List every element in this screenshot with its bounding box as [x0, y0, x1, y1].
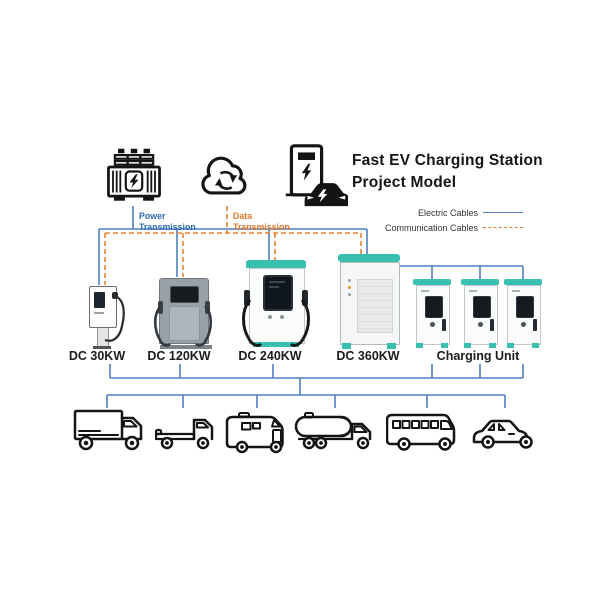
- charger-top-cap: [246, 260, 306, 268]
- charging-unit-dispenser-1: [412, 279, 452, 349]
- dispenser-brand-mark: [469, 290, 477, 292]
- label-dc-30kw: DC 30KW: [68, 349, 126, 363]
- charger-dc-240kw: [242, 260, 310, 352]
- transformer-icon: [103, 146, 165, 208]
- legend-electric-line-swatch: [483, 212, 523, 213]
- cabinet-vent-panel: [357, 279, 393, 333]
- dispenser-brand-mark: [512, 290, 520, 292]
- charger-base: [253, 342, 299, 347]
- dispenser-button: [521, 322, 526, 327]
- legend-communication-cables-label: Communication Cables: [384, 223, 478, 233]
- charging-cables: [153, 305, 213, 347]
- cabinet-led: [348, 293, 351, 296]
- flatbed-truck-icon: [155, 413, 221, 454]
- dispenser-top-cap: [461, 279, 499, 285]
- label-dc-120kw: DC 120KW: [147, 349, 211, 363]
- label-dc-360kw: DC 360KW: [336, 349, 400, 363]
- gun-holster-left: [244, 290, 250, 306]
- charging-cables: [242, 298, 310, 347]
- dispenser-screen: [473, 296, 491, 318]
- dispenser-foot: [441, 343, 448, 348]
- charger-screen: [263, 275, 293, 311]
- label-charging-unit: Charging Unit: [436, 349, 520, 363]
- car-icon: [470, 413, 546, 452]
- dispenser-foot: [464, 343, 471, 348]
- title-line-1: Fast EV Charging Station: [352, 152, 543, 169]
- legend-communication-line-swatch: [483, 227, 523, 228]
- power-cabinet-dc-360kw: [337, 254, 401, 350]
- dispenser-foot: [532, 343, 539, 348]
- charger-dc-30kw: [84, 284, 128, 350]
- charging-unit-dispenser-3: [503, 279, 543, 349]
- charging-cable: [104, 292, 125, 342]
- power-transmission-label: Power Transmission: [139, 211, 196, 233]
- title-line-2: Project Model: [352, 174, 457, 192]
- dispenser-body: [464, 285, 498, 345]
- charger-base: [160, 345, 212, 349]
- charger-body: [158, 278, 212, 349]
- rv-camper-icon: [224, 409, 294, 454]
- charger-button-row: [94, 312, 104, 314]
- ev-charging-car-icon: [282, 141, 350, 211]
- dispenser-screen: [516, 296, 534, 318]
- label-dc-240kw: DC 240KW: [238, 349, 302, 363]
- dispenser-screen: [425, 296, 443, 318]
- dispenser-button: [430, 322, 435, 327]
- dispenser-body: [507, 285, 541, 345]
- dispenser-button: [478, 322, 483, 327]
- dispenser-gun-slot: [533, 319, 537, 331]
- cabinet-led: [348, 279, 351, 282]
- cabinet-foot: [387, 343, 396, 349]
- dispenser-foot: [416, 343, 423, 348]
- legend-electric-cables-label: Electric Cables: [417, 208, 478, 218]
- cloud-sync-icon: [197, 152, 257, 206]
- charger-dc-120kw: [153, 276, 213, 350]
- dispenser-gun-slot: [442, 319, 446, 331]
- data-transmission-label: Data Transmission: [233, 211, 290, 233]
- dispenser-top-cap: [413, 279, 451, 285]
- charging-unit-dispenser-2: [460, 279, 500, 349]
- tanker-truck-icon: [294, 407, 382, 454]
- cabinet-led-orange: [348, 286, 351, 289]
- dispenser-top-cap: [504, 279, 542, 285]
- dispenser-foot: [489, 343, 496, 348]
- charger-indicator: [268, 315, 272, 319]
- charger-screen: [94, 292, 105, 308]
- screen-content: [269, 286, 279, 288]
- charger-front-panel: [169, 306, 200, 341]
- bus-icon: [386, 409, 468, 452]
- cabinet-body: [340, 262, 400, 345]
- dispenser-foot: [507, 343, 514, 348]
- cabinet-top-cap: [338, 254, 400, 262]
- cabinet-foot: [342, 343, 351, 349]
- dispenser-body: [416, 285, 450, 345]
- charger-indicator: [280, 315, 284, 319]
- charger-screen: [170, 286, 199, 303]
- screen-content: [269, 281, 285, 283]
- box-truck-icon: [72, 407, 154, 454]
- dispenser-brand-mark: [421, 290, 429, 292]
- charger-foot: [93, 346, 111, 349]
- dispenser-gun-slot: [490, 319, 494, 331]
- page-title: Fast EV Charging Station Project Model: [352, 150, 543, 195]
- gun-holster-right: [302, 290, 308, 306]
